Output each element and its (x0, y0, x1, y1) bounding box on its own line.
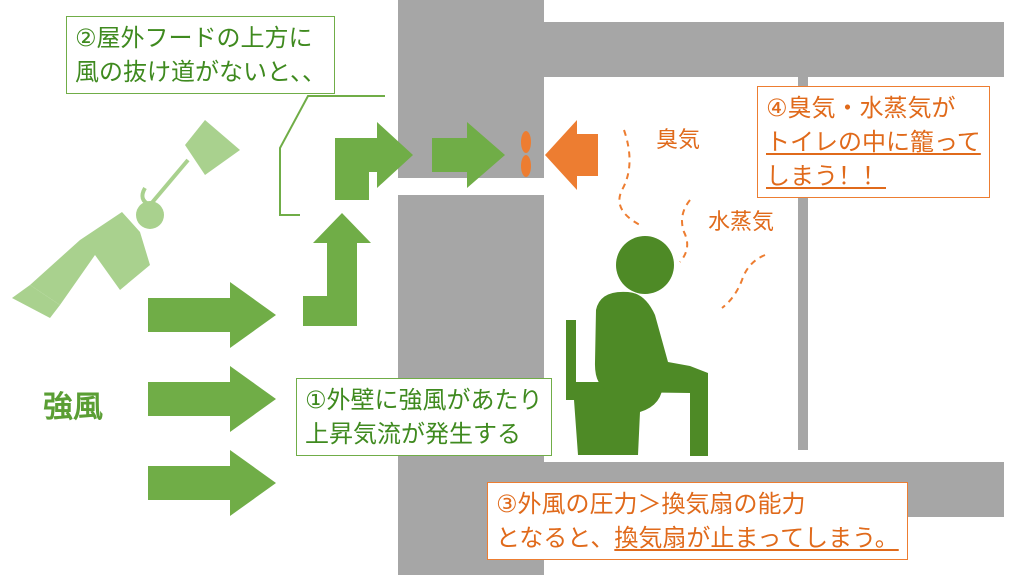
callout-2-line-1: ②屋外フードの上方に (75, 24, 313, 52)
outdoor-hood (279, 95, 385, 216)
callout-no-wind-escape: ②屋外フードの上方に 風の抜け道がないと、、 (66, 16, 336, 94)
strong-wind-label: 強風 (43, 390, 103, 425)
strong-wind-arrows (148, 282, 276, 516)
steam-label: 水蒸気 (708, 210, 775, 235)
seated-person-icon (594, 236, 708, 456)
callout-odor-trapped: ④臭気・水蒸気が トイレの中に籠って しまう！！ (757, 86, 990, 198)
callout-3-line-2b: 換気扇が止まってしまう。 (614, 524, 899, 552)
callout-updraft: ①外壁に強風があたり 上昇気流が発生する (296, 378, 552, 456)
stopped-fan-icon (521, 131, 531, 177)
duct-opening (398, 178, 544, 195)
ceiling-slab (544, 22, 1004, 77)
toilet-door-frame (798, 77, 808, 450)
toilet-icon (566, 320, 663, 455)
callout-1-line-1: ①外壁に強風があたり (305, 386, 543, 414)
callout-3-line-1: ③外風の圧力＞換気扇の能力 (496, 490, 806, 518)
odor-label: 臭気 (656, 128, 701, 153)
callout-1-line-2: 上昇気流が発生する (305, 420, 521, 448)
callout-3-line-2a: となると、 (496, 524, 615, 552)
callout-4-line-1: ④臭気・水蒸気が (766, 94, 956, 122)
updraft-arrow-bent (303, 213, 371, 326)
callout-4-line-3: しまう！！ (766, 162, 886, 190)
indoor-air-arrow (545, 120, 598, 190)
wind-arrow-3 (148, 450, 276, 516)
umbrella-person-icon (12, 120, 240, 318)
callout-2-line-2: 風の抜け道がないと、、 (75, 58, 327, 86)
callout-4-line-2: トイレの中に籠って (766, 128, 981, 156)
updraft-arrow-to-duct (335, 122, 413, 200)
wind-arrow-1 (148, 282, 276, 348)
callout-fan-stops: ③外風の圧力＞換気扇の能力 となると、換気扇が止まってしまう。 (487, 482, 908, 560)
odor-steam-lines (618, 129, 766, 309)
wind-arrow-2 (148, 366, 276, 432)
duct-arrow (432, 122, 505, 188)
